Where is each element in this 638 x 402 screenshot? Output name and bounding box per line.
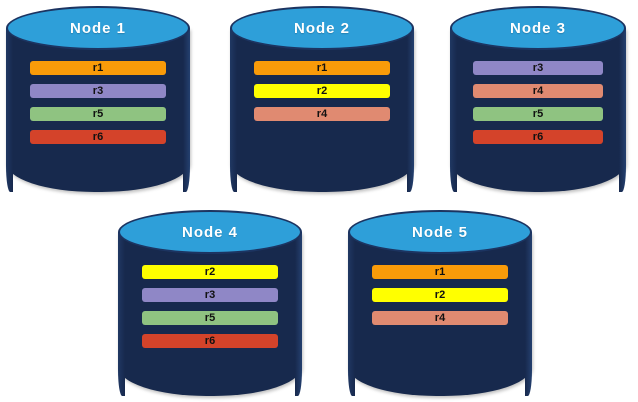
cylinder-top-3: Node 3 [450,6,626,50]
cylinder-top-5: Node 5 [348,210,532,254]
replica-bar-r5[interactable]: r5 [472,107,604,121]
replica-label: r4 [434,311,446,324]
node-title-1: Node 1 [69,19,126,37]
replica-bar-r1[interactable]: r1 [371,265,509,279]
replica-list-2: r1 r2 r4 [253,61,391,121]
database-node-4[interactable]: Node 4 r2 r3 r5 r6 [118,210,302,396]
replica-bar-r4[interactable]: r4 [253,107,391,121]
database-node-5[interactable]: Node 5 r1 r2 r4 [348,210,532,396]
node-title-5: Node 5 [411,223,468,241]
cylinder-top-2: Node 2 [230,6,414,50]
replica-bar-r2[interactable]: r2 [253,84,391,98]
replica-label: r1 [316,61,328,74]
cylinder-top-1: Node 1 [6,6,190,50]
replica-label: r6 [204,334,216,347]
replica-bar-r6[interactable]: r6 [472,130,604,144]
replica-label: r1 [434,265,446,278]
node-title-2: Node 2 [293,19,350,37]
replica-label: r3 [532,61,544,74]
replica-label: r6 [92,130,104,143]
replica-label: r2 [434,288,446,301]
node-title-4: Node 4 [181,223,238,241]
replica-bar-r3[interactable]: r3 [29,84,167,98]
replica-bar-r3[interactable]: r3 [472,61,604,75]
replica-label: r1 [92,61,104,74]
replica-label: r5 [532,107,544,120]
replica-label: r2 [316,84,328,97]
replica-label: r5 [204,311,216,324]
replica-bar-r4[interactable]: r4 [472,84,604,98]
replica-list-3: r3 r4 r5 r6 [472,61,604,144]
replica-bar-r3[interactable]: r3 [141,288,279,302]
replica-list-5: r1 r2 r4 [371,265,509,325]
replica-label: r6 [532,130,544,143]
replica-label: r4 [316,107,328,120]
replica-bar-r5[interactable]: r5 [29,107,167,121]
replica-label: r2 [204,265,216,278]
replica-list-1: r1 r3 r5 r6 [29,61,167,144]
replica-label: r4 [532,84,544,97]
replica-bar-r1[interactable]: r1 [253,61,391,75]
database-node-1[interactable]: Node 1 r1 r3 r5 r6 [6,6,190,192]
replica-bar-r4[interactable]: r4 [371,311,509,325]
cylinder-top-4: Node 4 [118,210,302,254]
replica-label: r5 [92,107,104,120]
replica-bar-r6[interactable]: r6 [29,130,167,144]
replica-label: r3 [204,288,216,301]
replica-bar-r6[interactable]: r6 [141,334,279,348]
database-node-2[interactable]: Node 2 r1 r2 r4 [230,6,414,192]
database-node-3[interactable]: Node 3 r3 r4 r5 r6 [450,6,626,192]
replica-label: r3 [92,84,104,97]
replica-bar-r5[interactable]: r5 [141,311,279,325]
replica-bar-r2[interactable]: r2 [371,288,509,302]
replica-list-4: r2 r3 r5 r6 [141,265,279,348]
replica-bar-r1[interactable]: r1 [29,61,167,75]
replica-bar-r2[interactable]: r2 [141,265,279,279]
node-title-3: Node 3 [509,19,566,37]
